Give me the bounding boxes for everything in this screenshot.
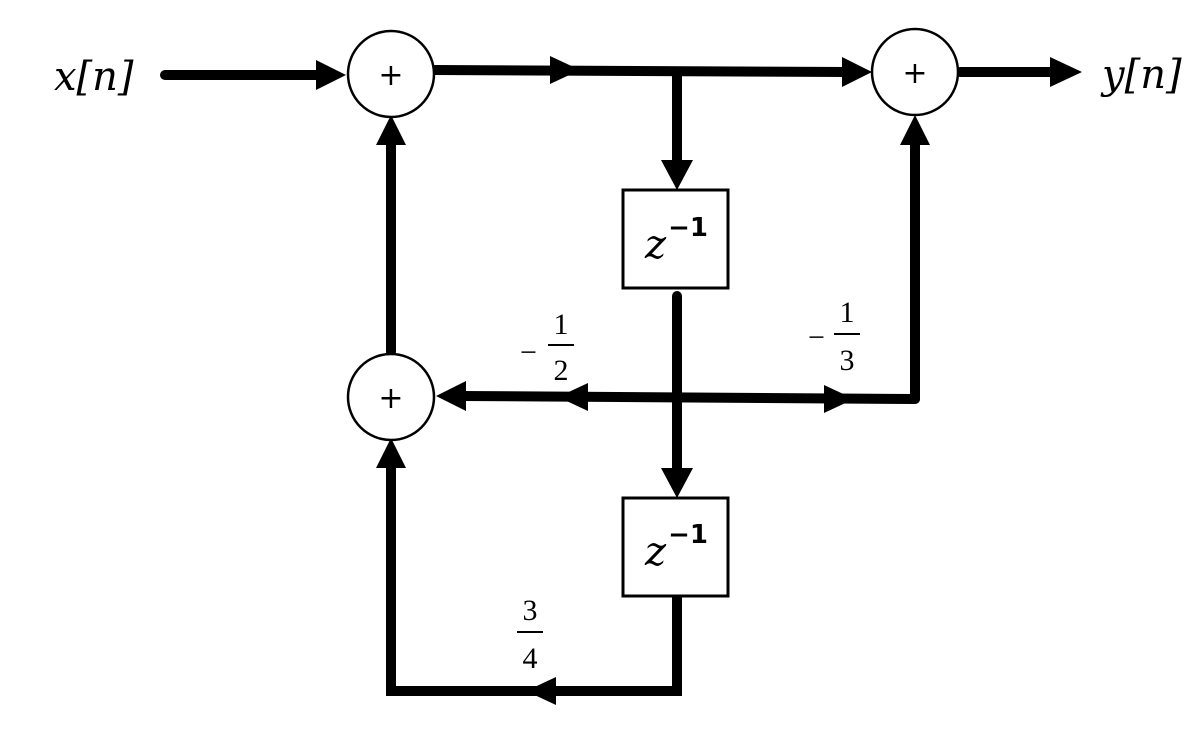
delay-block-2: z−1 xyxy=(621,496,730,598)
gain-denominator: 3 xyxy=(840,344,855,377)
adder-symbol: + xyxy=(378,381,403,416)
gain-numerator: 3 xyxy=(523,594,538,627)
arrow-into-adder-top-right xyxy=(842,57,872,87)
arrowheads xyxy=(316,56,1082,705)
arrow-mid-left-branch xyxy=(558,383,588,411)
gain-numerator: 1 xyxy=(554,308,569,341)
delay-label: z−1 xyxy=(644,213,708,268)
adder-mid-left: + xyxy=(346,352,436,442)
gain-denominator: 2 xyxy=(554,354,569,387)
gain-numerator: 1 xyxy=(840,296,855,329)
delay-block-1: z−1 xyxy=(621,188,730,290)
arrow-up-into-adder-top-right xyxy=(900,115,930,145)
arrow-into-adder-mid-left xyxy=(436,381,466,411)
signal-wires xyxy=(160,65,1057,696)
wire-top-forward xyxy=(429,65,853,77)
arrow-up-into-adder-top-left xyxy=(376,115,406,145)
arrow-top-mid xyxy=(550,56,580,84)
arrow-into-delay-2 xyxy=(661,468,693,498)
arrow-mid-right-branch xyxy=(824,385,854,413)
gain-sign: − xyxy=(808,321,825,354)
arrow-into-adder-top-left xyxy=(316,60,346,90)
gain-sign: − xyxy=(520,336,537,369)
adder-top-left: + xyxy=(346,29,436,119)
adder-symbol: + xyxy=(378,58,403,93)
gain-feedforward-b: − 1 3 xyxy=(808,296,860,377)
arrow-output xyxy=(1050,57,1082,87)
output-signal-label: y[n] xyxy=(1100,52,1182,98)
delay-label: z−1 xyxy=(644,520,708,575)
input-signal-label: x[n] xyxy=(54,54,134,100)
gain-feedback-c: 3 4 xyxy=(517,594,543,675)
arrow-into-delay-1 xyxy=(661,160,693,190)
gain-denominator: 4 xyxy=(523,642,538,675)
adder-symbol: + xyxy=(902,56,927,91)
arrow-bottom-branch xyxy=(526,677,556,705)
adder-top-right: + xyxy=(870,27,960,117)
gain-feedback-a: − 1 2 xyxy=(520,308,574,387)
arrow-up-into-adder-mid-left xyxy=(376,438,406,468)
